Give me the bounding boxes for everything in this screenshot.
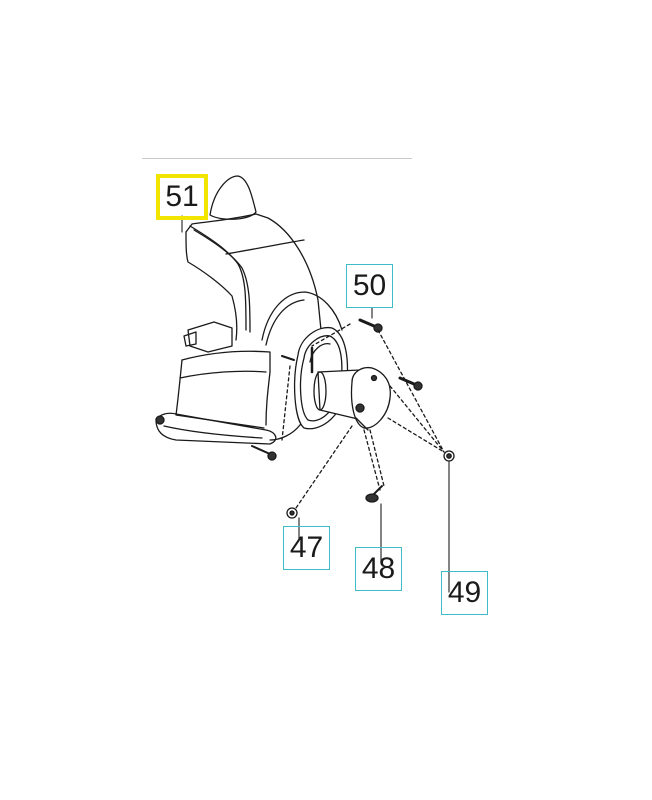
gear-hub (281, 326, 391, 431)
callout-47[interactable]: 47 (283, 526, 330, 570)
callout-48[interactable]: 48 (355, 547, 402, 591)
callout-47-label: 47 (289, 531, 324, 564)
fasteners (286, 318, 455, 519)
callout-50[interactable]: 50 (346, 264, 393, 308)
callout-49-label: 49 (447, 576, 482, 609)
leader-lines (181, 215, 450, 593)
assembly-lines (281, 323, 445, 509)
callout-48-label: 48 (361, 552, 396, 585)
header-divider (142, 158, 412, 159)
callout-51-label: 51 (165, 180, 199, 213)
callout-49[interactable]: 49 (441, 571, 488, 615)
guard-housing (155, 175, 343, 461)
callout-50-label: 50 (352, 269, 387, 302)
callout-51[interactable]: 51 (156, 174, 208, 220)
